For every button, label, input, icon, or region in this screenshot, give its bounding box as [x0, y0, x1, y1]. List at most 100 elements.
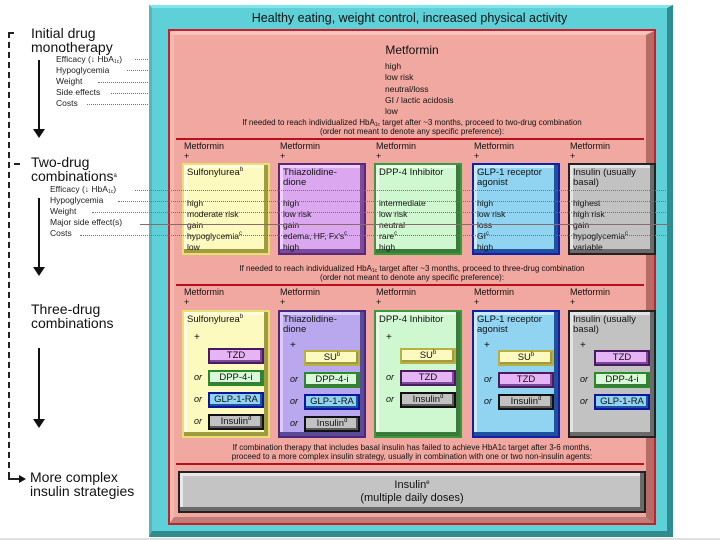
footnote-marker: b — [239, 167, 244, 173]
drug-value: gain — [573, 220, 590, 230]
footnote-marker: c — [238, 231, 242, 237]
two-metformin-plus: Metformin+ — [474, 141, 514, 161]
option-su: SUb — [400, 348, 456, 364]
option-glp-1-ra: GLP-1-RA — [304, 394, 360, 410]
drug-name-line2: dione — [283, 324, 307, 335]
metformin-label: Metformin — [474, 141, 515, 151]
arrow-down-icon — [33, 60, 45, 138]
footnote-marker: c — [624, 231, 628, 237]
two-metformin-plus: Metformin+ — [280, 141, 320, 161]
stage-flow-tick-bottom — [8, 478, 22, 480]
leader-line — [140, 224, 670, 225]
option-insulin: Insulind — [400, 392, 456, 408]
plus-sign: + — [376, 151, 382, 161]
mono-value-costs: low — [385, 106, 398, 117]
drug-value: low risk — [283, 209, 312, 219]
lifestyle-header: Healthy eating, weight control, increase… — [251, 11, 568, 25]
three-metformin-plus: Metformin+ — [184, 287, 224, 307]
row-label-costs: Costs — [50, 228, 72, 238]
drug-value: hypoglycemiac — [573, 231, 628, 241]
drug-value: low risk — [477, 209, 506, 219]
plus-sign: + — [376, 297, 382, 307]
drug-name: Thiazolidine-dione — [283, 168, 364, 188]
drug-name-line2: agonist — [477, 324, 508, 335]
row-label-costs: Costs — [56, 98, 78, 108]
drug-value: high — [379, 242, 396, 252]
three-metformin-plus: Metformin+ — [280, 287, 320, 307]
three-metformin-plus: Metformin+ — [376, 287, 416, 307]
drug-name-line1: GLP-1 receptor — [477, 167, 542, 178]
stage-flow-tick-two — [14, 163, 20, 165]
footnote-marker: d — [538, 396, 542, 402]
metformin-label: Metformin — [570, 287, 611, 297]
drug-value: loss — [477, 220, 493, 230]
insulin-multiple-doses-box: Insuline (multiple daily doses) — [178, 471, 646, 513]
lifestyle-frame: Healthy eating, weight control, increase… — [149, 5, 673, 537]
two-drug-row-labels: Efficacy (↓ HbA1c) Hypoglycemia Weight M… — [50, 184, 122, 239]
drug-value: gain — [187, 220, 204, 230]
drug-value: edema, HF, Fx'sc — [283, 231, 348, 241]
note-line: (order not meant to denote any specific … — [319, 127, 505, 136]
or-label: or — [580, 374, 589, 384]
arrow-down-icon — [33, 348, 45, 428]
three-metformin-plus: Metformin+ — [474, 287, 514, 307]
plus-sign: + — [280, 297, 286, 307]
option-insulin: Insulind — [208, 414, 264, 430]
therapy-panel: Metformin high low risk neutral/loss GI … — [168, 29, 656, 525]
plus-sign: + — [290, 340, 296, 351]
plus-sign: + — [386, 332, 392, 343]
row-label-side-effects: Side effects — [56, 87, 101, 97]
option-tzd: TZD — [208, 348, 264, 364]
option-glp-1-ra: GLP-1-RA — [594, 394, 650, 410]
mono-row-labels: Efficacy (Efficacy (↓ HbA1c)↓ HbA1c) Hyp… — [56, 54, 122, 109]
stage-three-line1: Three-drug — [31, 301, 101, 317]
stage-flow-dashed-line — [8, 32, 10, 478]
arrow-down-icon — [33, 198, 45, 276]
or-label: or — [580, 396, 589, 406]
two-metformin-plus: Metformin+ — [376, 141, 416, 161]
drug-name: Thiazolidine-dione — [283, 315, 364, 335]
plus-sign: + — [184, 297, 190, 307]
stage-complex-line2: insulin strategies — [30, 483, 135, 499]
page-bottom-rule — [0, 538, 720, 540]
metformin-label: Metformin — [280, 287, 321, 297]
drug-value: high — [477, 198, 494, 208]
footnote-marker: c — [485, 231, 489, 237]
footnote-marker: b — [336, 352, 341, 358]
stage-two-drug: Two-drug combinationsa — [31, 155, 117, 183]
mono-value-weight: neutral/loss — [385, 83, 429, 94]
drug-value: neutral — [379, 220, 405, 230]
note-to-complex: If combination therapy that includes bas… — [170, 443, 654, 461]
drug-name-text: Sulfonylurea — [187, 167, 240, 178]
note-line: proceed to a more complex insulin strate… — [231, 452, 593, 461]
or-label: or — [290, 396, 299, 406]
stage-three-line2: combinations — [31, 315, 114, 331]
drug-name-line1: Insulin (usually — [573, 314, 636, 325]
note-line: (order not meant to denote any specific … — [319, 273, 505, 282]
drug-name-line2: basal) — [573, 177, 599, 188]
plus-sign: + — [580, 340, 586, 351]
note-to-two-drug: If needed to reach individualized HbA1c … — [170, 118, 654, 136]
metformin-label: Metformin — [376, 141, 417, 151]
plus-sign: + — [474, 151, 480, 161]
row-label-weight: Weight — [56, 76, 83, 86]
option-tzd: TZD — [498, 372, 554, 388]
drug-value: GIc — [477, 231, 489, 241]
drug-value: rarec — [379, 231, 398, 241]
stage-complex-line1: More complex — [30, 469, 118, 485]
drug-name-line1: Insulin (usually — [573, 167, 636, 178]
stage-initial-monotherapy: Initial drug monotherapy — [31, 26, 113, 54]
drug-value: low risk — [379, 209, 408, 219]
drug-name-text: Sulfonylurea — [187, 314, 240, 325]
or-label: or — [290, 374, 299, 384]
two-metformin-plus: Metformin+ — [570, 141, 610, 161]
